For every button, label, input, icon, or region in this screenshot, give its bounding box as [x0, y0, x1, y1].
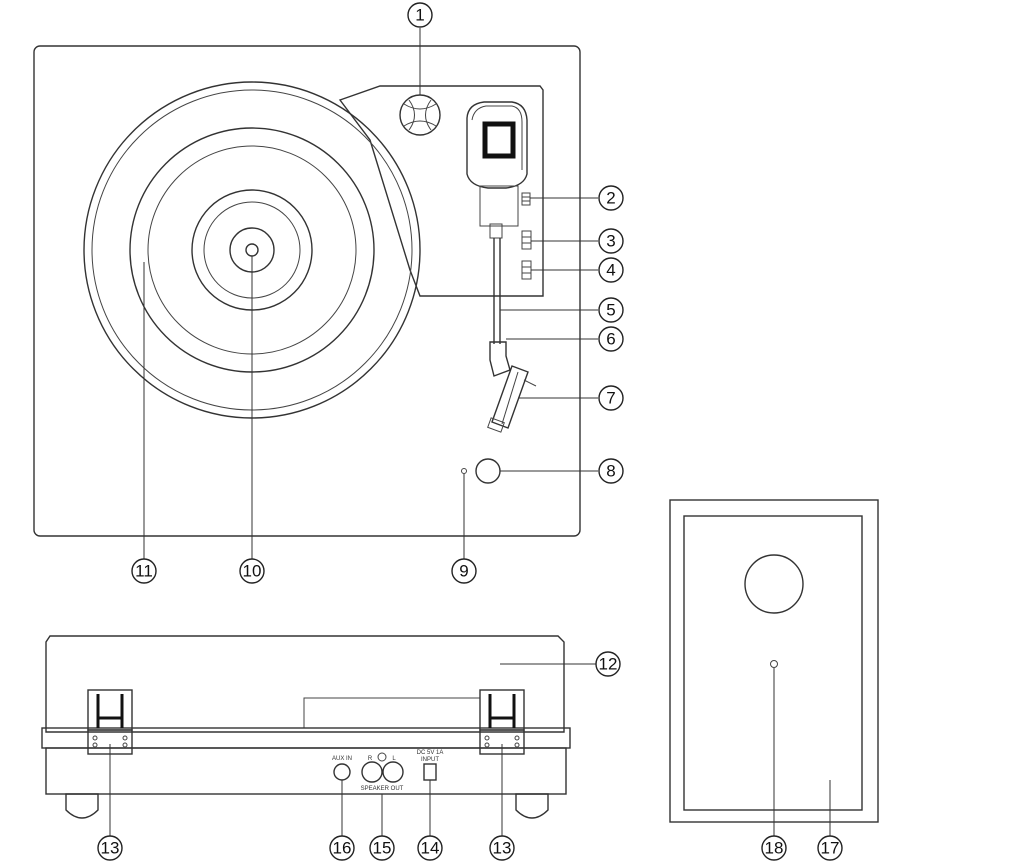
callout-10: 10 — [239, 558, 265, 584]
leader-lines — [109, 28, 831, 836]
callout-3: 3 — [598, 228, 624, 254]
tonearm — [489, 238, 511, 377]
speaker-out-jack-right — [361, 761, 383, 783]
svg-text:13: 13 — [493, 839, 512, 858]
svg-text:10: 10 — [243, 562, 262, 581]
svg-text:12: 12 — [599, 655, 618, 674]
foot-left — [65, 793, 99, 819]
speed-selector — [521, 230, 532, 250]
rear-plinth-body — [45, 747, 567, 795]
callout-16: 16 — [329, 835, 355, 861]
callout-9: 9 — [451, 558, 477, 584]
callout-15: 15 — [369, 835, 395, 861]
svg-text:6: 6 — [606, 330, 615, 349]
svg-text:16: 16 — [333, 839, 352, 858]
callout-6: 6 — [598, 326, 624, 352]
turntable-top-view — [33, 45, 581, 537]
hinge-left — [87, 689, 133, 755]
plinth-top — [33, 45, 581, 537]
svg-text:18: 18 — [765, 839, 784, 858]
auto-stop-switch — [521, 260, 532, 280]
dc-in-label-line2: INPUT — [421, 757, 439, 763]
svg-text:1: 1 — [415, 6, 424, 25]
callout-1: 1 — [407, 2, 433, 28]
dc-in-jack — [423, 763, 437, 781]
callout-7: 7 — [598, 385, 624, 411]
speaker-driver — [744, 554, 804, 614]
callout-13-right: 13 — [489, 835, 515, 861]
adapter-holder — [399, 94, 441, 136]
svg-text:14: 14 — [421, 839, 440, 858]
speaker-out-ground-screw — [377, 752, 387, 762]
svg-text:8: 8 — [606, 462, 615, 481]
speaker-out-label: SPEAKER OUT — [361, 786, 404, 792]
speaker-bass-port — [770, 660, 778, 668]
spindle — [245, 243, 259, 257]
anti-skate-control — [521, 192, 531, 206]
callout-13-left: 13 — [97, 835, 123, 861]
callout-5: 5 — [598, 297, 624, 323]
headshell — [487, 365, 537, 433]
svg-text:13: 13 — [101, 839, 120, 858]
speaker-front-panel — [683, 515, 863, 811]
svg-text:3: 3 — [606, 232, 615, 251]
power-knob — [475, 458, 501, 484]
rear-plinth-top-edge — [41, 727, 571, 749]
svg-text:5: 5 — [606, 301, 615, 320]
callout-2: 2 — [598, 185, 624, 211]
callout-18: 18 — [761, 835, 787, 861]
tonearm-base-plate — [338, 85, 544, 297]
svg-text:7: 7 — [606, 389, 615, 408]
svg-text:17: 17 — [821, 839, 840, 858]
svg-text:15: 15 — [373, 839, 392, 858]
callout-11: 11 — [131, 558, 157, 584]
callout-14: 14 — [417, 835, 443, 861]
aux-in-label: AUX IN — [332, 756, 352, 762]
tonearm-pivot — [466, 101, 528, 239]
foot-right — [515, 793, 549, 819]
callout-17: 17 — [817, 835, 843, 861]
dust-cover-ridge — [303, 697, 481, 729]
dust-cover — [45, 635, 565, 733]
power-indicator-led — [461, 468, 467, 474]
aux-in-jack — [333, 763, 351, 781]
svg-text:2: 2 — [606, 189, 615, 208]
speaker-out-l-label: L — [392, 756, 396, 762]
speaker-out-jack-left — [382, 761, 404, 783]
svg-text:4: 4 — [606, 261, 615, 280]
callout-12: 12 — [595, 651, 621, 677]
callout-8: 8 — [598, 458, 624, 484]
dc-in-label-line1: DC 5V 1A — [417, 750, 444, 756]
svg-text:9: 9 — [459, 562, 468, 581]
speaker-out-r-label: R — [368, 756, 373, 762]
svg-text:11: 11 — [135, 562, 153, 581]
turntable-rear-view: AUX IN R L SPEAKER OUT DC 5V 1A INPUT — [41, 635, 571, 819]
callout-4: 4 — [598, 257, 624, 283]
